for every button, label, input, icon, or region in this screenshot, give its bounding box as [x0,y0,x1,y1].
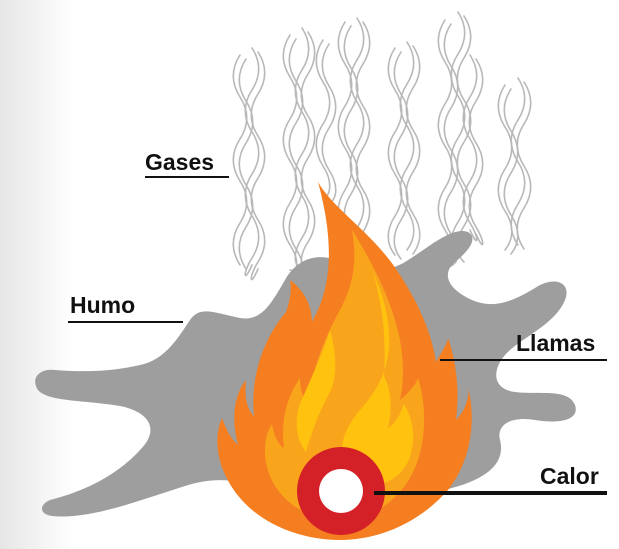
llamas-label: Llamas [516,330,595,356]
calor-label: Calor [540,463,599,489]
humo-label: Humo [70,292,135,318]
heat-core [319,469,363,513]
gases-label: Gases [145,149,214,175]
